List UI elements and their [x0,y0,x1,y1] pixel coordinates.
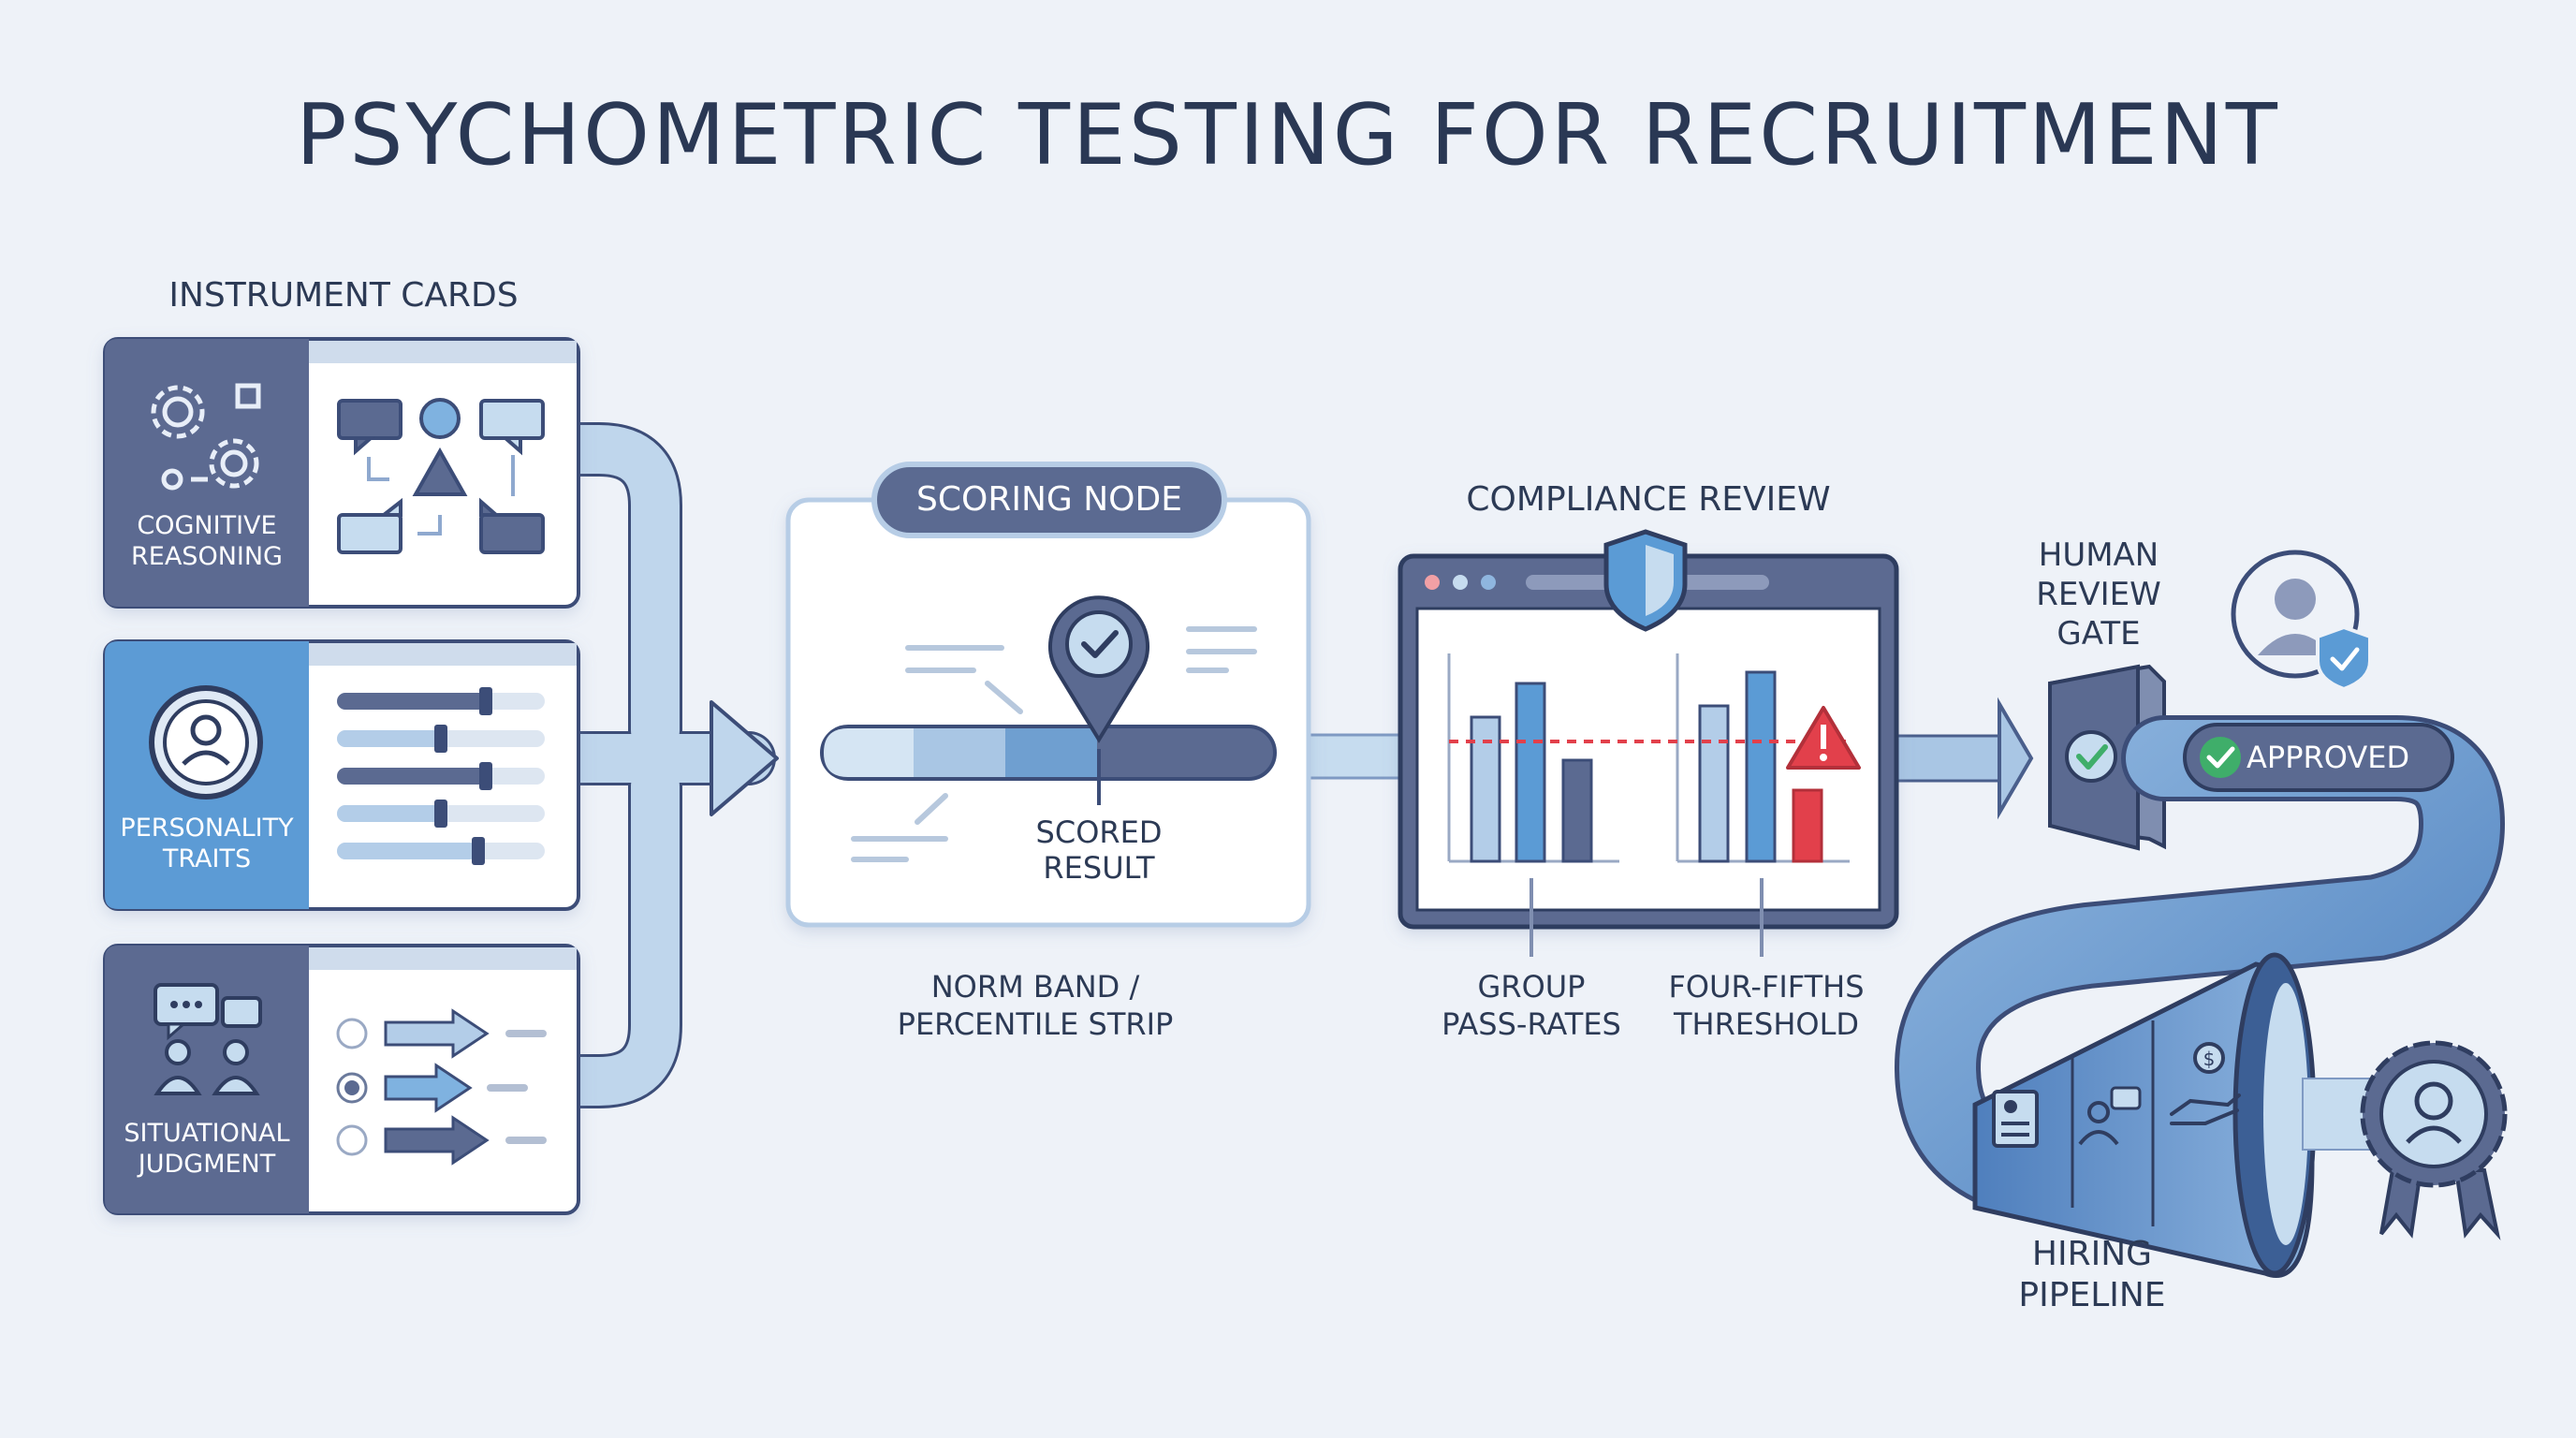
situational-judgment-label: SITUATIONAL JUDGMENT [124,1119,290,1179]
scored-result-label: SCORED RESULT [1035,814,1163,886]
page-title: PSYCHOMETRIC TESTING FOR RECRUITMENT [296,86,2280,184]
logic-flow-icon [337,398,545,554]
connector-to-gate [1895,697,2034,820]
percentile-strip [820,725,1277,781]
decorative-lines [851,626,1257,862]
approved-label: APPROVED [2247,740,2410,775]
award-ribbon-icon [2360,1040,2508,1240]
judgment-options[interactable] [336,1008,547,1166]
group-pass-rates-label: GROUP PASS-RATES [1442,969,1621,1042]
four-fifths-threshold-label: FOUR-FIFTHS THRESHOLD [1668,969,1865,1042]
chat-people-icon [154,983,262,1095]
scoring-node-badge [871,462,1227,538]
four-fifths-threshold-chart [1676,653,1850,863]
hiring-pipeline-horn [1972,952,2397,1278]
cognitive-reasoning-label: COGNITIVE REASONING [131,511,283,571]
svg-text:$: $ [2203,1048,2216,1070]
personality-traits-label: PERSONALITY TRAITS [120,814,294,873]
person-icon [149,685,263,800]
compliance-review-heading: COMPLIANCE REVIEW [1466,480,1831,519]
review-gate-door[interactable] [2048,664,2166,851]
interview-icon [2078,1086,2142,1146]
merge-connector [551,422,779,1108]
trait-sliders[interactable] [337,687,545,865]
group-pass-rate-chart [1447,653,1619,863]
connector-to-compliance [1307,733,1406,780]
reviewer-avatar [2231,550,2372,692]
approved-pill[interactable] [2183,723,2454,792]
resume-icon [1992,1090,2039,1148]
gears-icon [151,383,261,491]
warning-icon [1786,706,1861,770]
shield-icon [1603,529,1688,632]
offer-salary-icon: $ [2170,1042,2241,1125]
hiring-pipeline-label: HIRING PIPELINE [2018,1235,2166,1314]
location-pin-icon [1048,595,1149,805]
compliance-leader-lines [1530,878,1764,957]
scoring-node-badge-label: SCORING NODE [916,480,1182,519]
human-review-gate-heading: HUMAN REVIEW GATE [2036,536,2161,653]
norm-band-caption: NORM BAND / PERCENTILE STRIP [897,969,1174,1042]
instrument-cards-heading: INSTRUMENT CARDS [168,276,519,315]
